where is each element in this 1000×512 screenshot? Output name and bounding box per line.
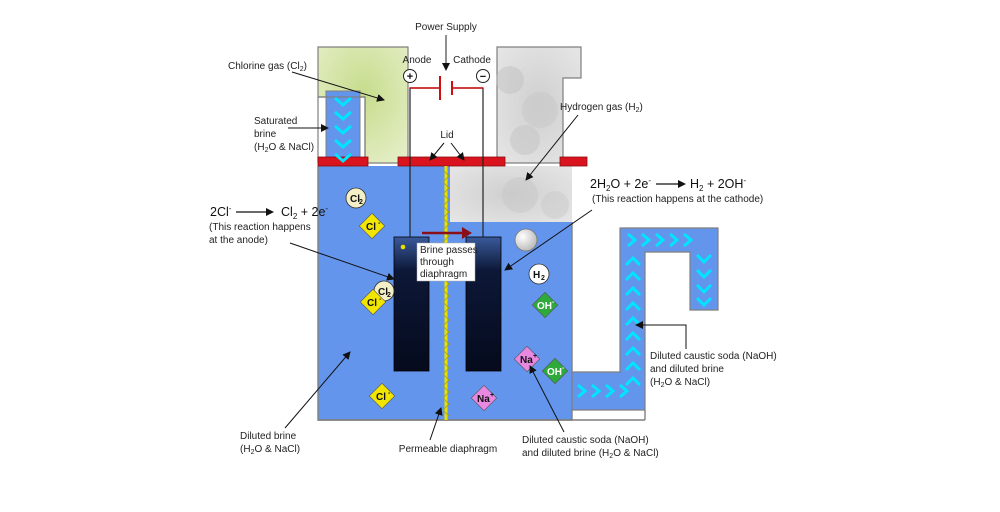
svg-text:Cl: Cl [378,287,388,298]
svg-text:-: - [562,365,565,372]
svg-text:+: + [533,353,537,360]
lid-label: Lid [440,130,453,141]
cl-ion-3: Cl - [368,382,396,410]
lid-middle [397,156,506,167]
hydrogen-gas-label: Hydrogen gas (H2) [560,102,643,114]
anode-note-2: at the anode) [209,235,268,246]
svg-text:-: - [388,390,391,397]
diluted-brine-label-1: Diluted brine [240,431,297,442]
svg-text:-: - [552,299,555,306]
saturated-brine-label-3: (H2O & NaCl) [254,142,314,154]
brine-pass-line3: diaphragm [420,269,467,280]
permeable-diaphragm-label: Permeable diaphragm [399,444,497,455]
h2-molecule: H 2 [528,263,550,285]
anode-sign-circle [403,69,417,83]
svg-text:H2 + 2OH-: H2 + 2OH- [690,176,746,193]
svg-text:H: H [533,270,540,281]
svg-text:Cl2 + 2e-: Cl2 + 2e- [281,204,328,221]
cathode-label: Cathode [453,55,491,66]
svg-text:2: 2 [387,292,391,299]
na-ion-2: Na + [470,384,498,412]
caustic-mid-label-1: Diluted caustic soda (NaOH) [522,435,649,446]
svg-text:Cl: Cl [350,194,360,205]
saturated-brine-label-2: brine [254,129,277,140]
svg-text:OH: OH [547,367,562,378]
anode-sign: + [407,71,413,83]
cl-ion-2: Cl - [359,288,387,316]
svg-text:2H2O + 2e-: 2H2O + 2e- [590,176,651,193]
svg-text:Na: Na [477,394,490,405]
oh-ion-2: OH - [541,357,569,385]
brine-pass-box [416,242,476,282]
svg-text:-: - [379,296,382,303]
svg-text:2: 2 [541,275,545,282]
chlorine-gas-label: Chlorine gas (Cl2) [228,61,307,73]
brine-pass-line1: Brine passes [420,245,478,256]
caustic-mid-label-2: and diluted brine (H2O & NaCl) [522,448,659,460]
anode-label: Anode [403,55,432,66]
saturated-brine-label-1: Saturated [254,116,297,127]
brine-pass-line2: through [420,257,454,268]
inlet-flow-chevrons [334,96,352,163]
svg-text:OH: OH [537,301,552,312]
cathode-sign-circle [476,69,490,83]
anode-note-1: (This reaction happens [209,222,311,233]
cathode-equation: 2H2O + 2e- H2 + 2OH- [590,176,746,193]
svg-text:2Cl-: 2Cl- [210,204,232,219]
svg-text:Cl: Cl [366,222,376,233]
svg-text:Cl: Cl [376,392,386,403]
hydrogen-smoke-lower [502,177,569,219]
small-bubble [400,244,406,250]
brine-inlet-pipe [325,90,361,167]
cl-ion-1: Cl - [358,212,386,240]
lid-right [559,156,588,167]
hydrogen-bubble [514,228,538,252]
cathode-note: (This reaction happens at the cathode) [592,194,763,205]
oh-ion-1: OH - [531,291,559,319]
cl2-molecule-top: Cl 2 [345,187,367,209]
caustic-right-label-1: Diluted caustic soda (NaOH) [650,351,777,362]
outlet-pipe [571,227,719,411]
anode-equation: 2Cl- Cl2 + 2e- [210,204,328,221]
caustic-right-label-2: and diluted brine [650,364,724,375]
caustic-right-label-3: (H2O & NaCl) [650,377,710,389]
cathode-sign: − [480,71,486,83]
diluted-brine-label-2: (H2O & NaCl) [240,444,300,456]
power-supply-label: Power Supply [415,22,477,33]
svg-text:Na: Na [520,355,533,366]
svg-text:+: + [490,392,494,399]
svg-text:Cl: Cl [367,298,377,309]
svg-text:2: 2 [359,199,363,206]
svg-text:-: - [378,220,381,227]
